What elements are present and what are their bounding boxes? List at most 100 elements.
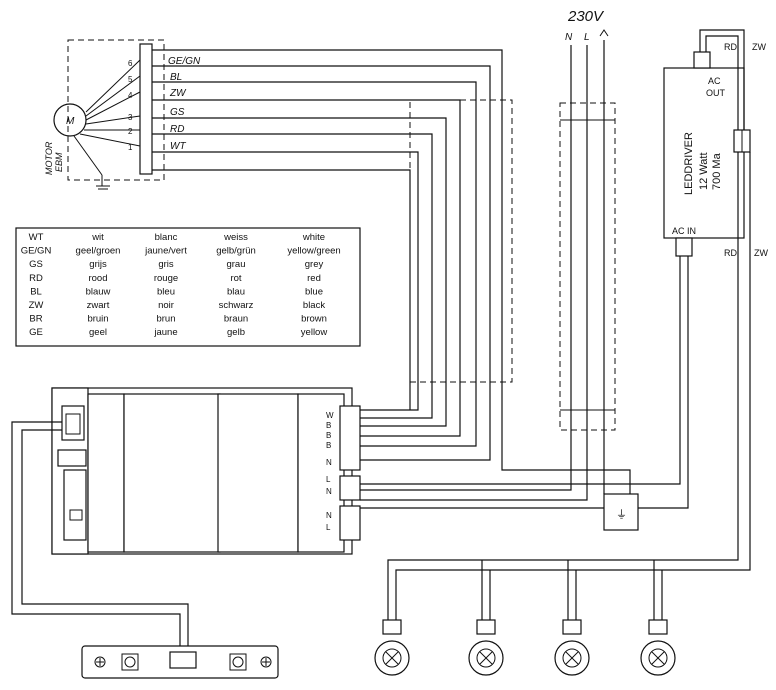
color-table-cell: grijs bbox=[89, 259, 107, 270]
pin-6-code: GE/GN bbox=[168, 56, 201, 67]
led-driver-ma: 700 Ma bbox=[711, 152, 723, 190]
controller-terminal-block-2 bbox=[339, 475, 361, 501]
controller-terminal-label: N bbox=[326, 458, 332, 467]
led-driver-output-wires bbox=[387, 29, 751, 620]
color-table-cell: white bbox=[302, 232, 325, 243]
lamps bbox=[374, 619, 676, 676]
color-table-cell: GE/GN bbox=[21, 246, 52, 257]
color-table-cell: bleu bbox=[157, 286, 175, 297]
color-table-cell: blue bbox=[305, 286, 323, 297]
supply-wires bbox=[570, 40, 605, 432]
color-table-cell: BR bbox=[29, 314, 42, 325]
color-table-cell: yellow/green bbox=[287, 246, 340, 257]
led-driver-input-plug bbox=[675, 237, 693, 257]
led-driver-rd-bottom-label: RD bbox=[724, 248, 737, 258]
motor-dashed-housing bbox=[67, 39, 165, 181]
led-driver-rd-top-label: RD bbox=[724, 42, 737, 52]
remote-module bbox=[81, 645, 279, 679]
earth-arrow-icon bbox=[599, 29, 609, 37]
led-driver-name: LEDDRIVER bbox=[683, 132, 695, 195]
color-table-cell: noir bbox=[158, 300, 174, 311]
color-table-cell: RD bbox=[29, 273, 43, 284]
color-table-cell: red bbox=[307, 273, 321, 284]
color-table-cell: geel bbox=[89, 327, 107, 338]
color-table-cell: black bbox=[303, 300, 325, 311]
color-table-cell: GS bbox=[29, 259, 43, 270]
motor-label-1: MOTOR bbox=[44, 141, 54, 175]
motor-connector bbox=[139, 43, 153, 175]
lamp-icon bbox=[554, 619, 590, 676]
color-table-cell: grau bbox=[226, 259, 245, 270]
motor-ground-icon bbox=[96, 175, 110, 190]
color-table-cell: bruin bbox=[87, 314, 108, 325]
color-table-cell: gelb bbox=[227, 327, 245, 338]
pin-4-code: ZW bbox=[169, 88, 187, 99]
pin-5-number: 5 bbox=[128, 75, 133, 84]
motor-cable-sheath bbox=[409, 99, 513, 383]
color-table-cell: blau bbox=[227, 286, 245, 297]
pin-2-code: RD bbox=[170, 124, 184, 135]
supply-cable-sheath bbox=[559, 102, 616, 431]
color-table-cell: BL bbox=[30, 286, 42, 297]
remote-module-connector bbox=[169, 651, 197, 669]
color-table-cell: rot bbox=[230, 273, 241, 284]
motor-fan-wires bbox=[73, 59, 141, 176]
color-table-cell: GE bbox=[29, 327, 43, 338]
led-driver-out-label: OUT bbox=[706, 88, 726, 98]
color-table-cell: geel/groen bbox=[76, 246, 121, 257]
color-table-cell: blauw bbox=[86, 286, 111, 297]
earth-terminal-box bbox=[603, 493, 639, 531]
led-driver-ac-out-label: AC bbox=[708, 76, 721, 86]
color-table-cell: braun bbox=[224, 314, 248, 325]
color-table-cell: gris bbox=[158, 259, 174, 270]
color-legend-table bbox=[15, 227, 361, 347]
controller-terminal-block-3 bbox=[339, 505, 361, 541]
motor-m-label: M bbox=[66, 116, 75, 127]
color-table-cell: yellow bbox=[301, 327, 328, 338]
led-driver-watt: 12 Watt bbox=[698, 153, 710, 191]
led-driver-input-wires bbox=[360, 256, 689, 509]
lamp-icon bbox=[468, 619, 504, 676]
color-table-cell: weiss bbox=[223, 232, 248, 243]
color-table-cell: schwarz bbox=[219, 300, 254, 311]
led-driver-output-plug bbox=[693, 51, 711, 69]
pin-6-number: 6 bbox=[128, 59, 133, 68]
lamp-icon bbox=[640, 619, 676, 676]
screw-icon-left bbox=[94, 656, 106, 668]
pin-3-number: 3 bbox=[128, 113, 133, 122]
motor-pin-labels: 6 5 4 3 2 1 GE/GN BL ZW GS RD WT bbox=[128, 56, 201, 152]
color-table-cell: WT bbox=[29, 232, 44, 243]
controller-terminal-label: B bbox=[326, 421, 331, 430]
controller-terminal-label: B bbox=[326, 431, 331, 440]
supply-n-label: N bbox=[565, 32, 573, 43]
color-table-cell: brun bbox=[156, 314, 175, 325]
color-table-cell: grey bbox=[305, 259, 324, 270]
led-driver-zw-top-label: ZW bbox=[752, 42, 766, 52]
color-table-cell: jaune/vert bbox=[144, 246, 187, 257]
color-table-cell: rood bbox=[88, 273, 107, 284]
color-table-cell: wit bbox=[91, 232, 104, 243]
pin-3-code: GS bbox=[170, 107, 185, 118]
lamp-icon bbox=[374, 619, 410, 676]
controller-terminal-label: B bbox=[326, 441, 331, 450]
pin-5-code: BL bbox=[170, 72, 182, 83]
controller-terminal-block-1 bbox=[339, 405, 361, 471]
controller-to-remote-wires bbox=[11, 421, 189, 656]
motor-to-controller-wires bbox=[152, 49, 631, 498]
controller-panel-left bbox=[123, 393, 221, 553]
color-table-cell: ZW bbox=[29, 300, 44, 311]
led-driver-ac-in-label: AC IN bbox=[672, 226, 696, 236]
color-table-cell: brown bbox=[301, 314, 327, 325]
color-table-cell: zwart bbox=[87, 300, 110, 311]
led-driver-zw-bottom-label: ZW bbox=[754, 248, 768, 258]
pin-1-code: WT bbox=[170, 141, 186, 152]
controller-terminal-label: L bbox=[326, 523, 331, 532]
controller-terminal-label: N bbox=[326, 511, 332, 520]
led-driver-box bbox=[663, 67, 745, 239]
supply-voltage-label: 230V bbox=[567, 8, 605, 25]
supply-l-label: L bbox=[584, 32, 590, 43]
color-table-cell: rouge bbox=[154, 273, 178, 284]
